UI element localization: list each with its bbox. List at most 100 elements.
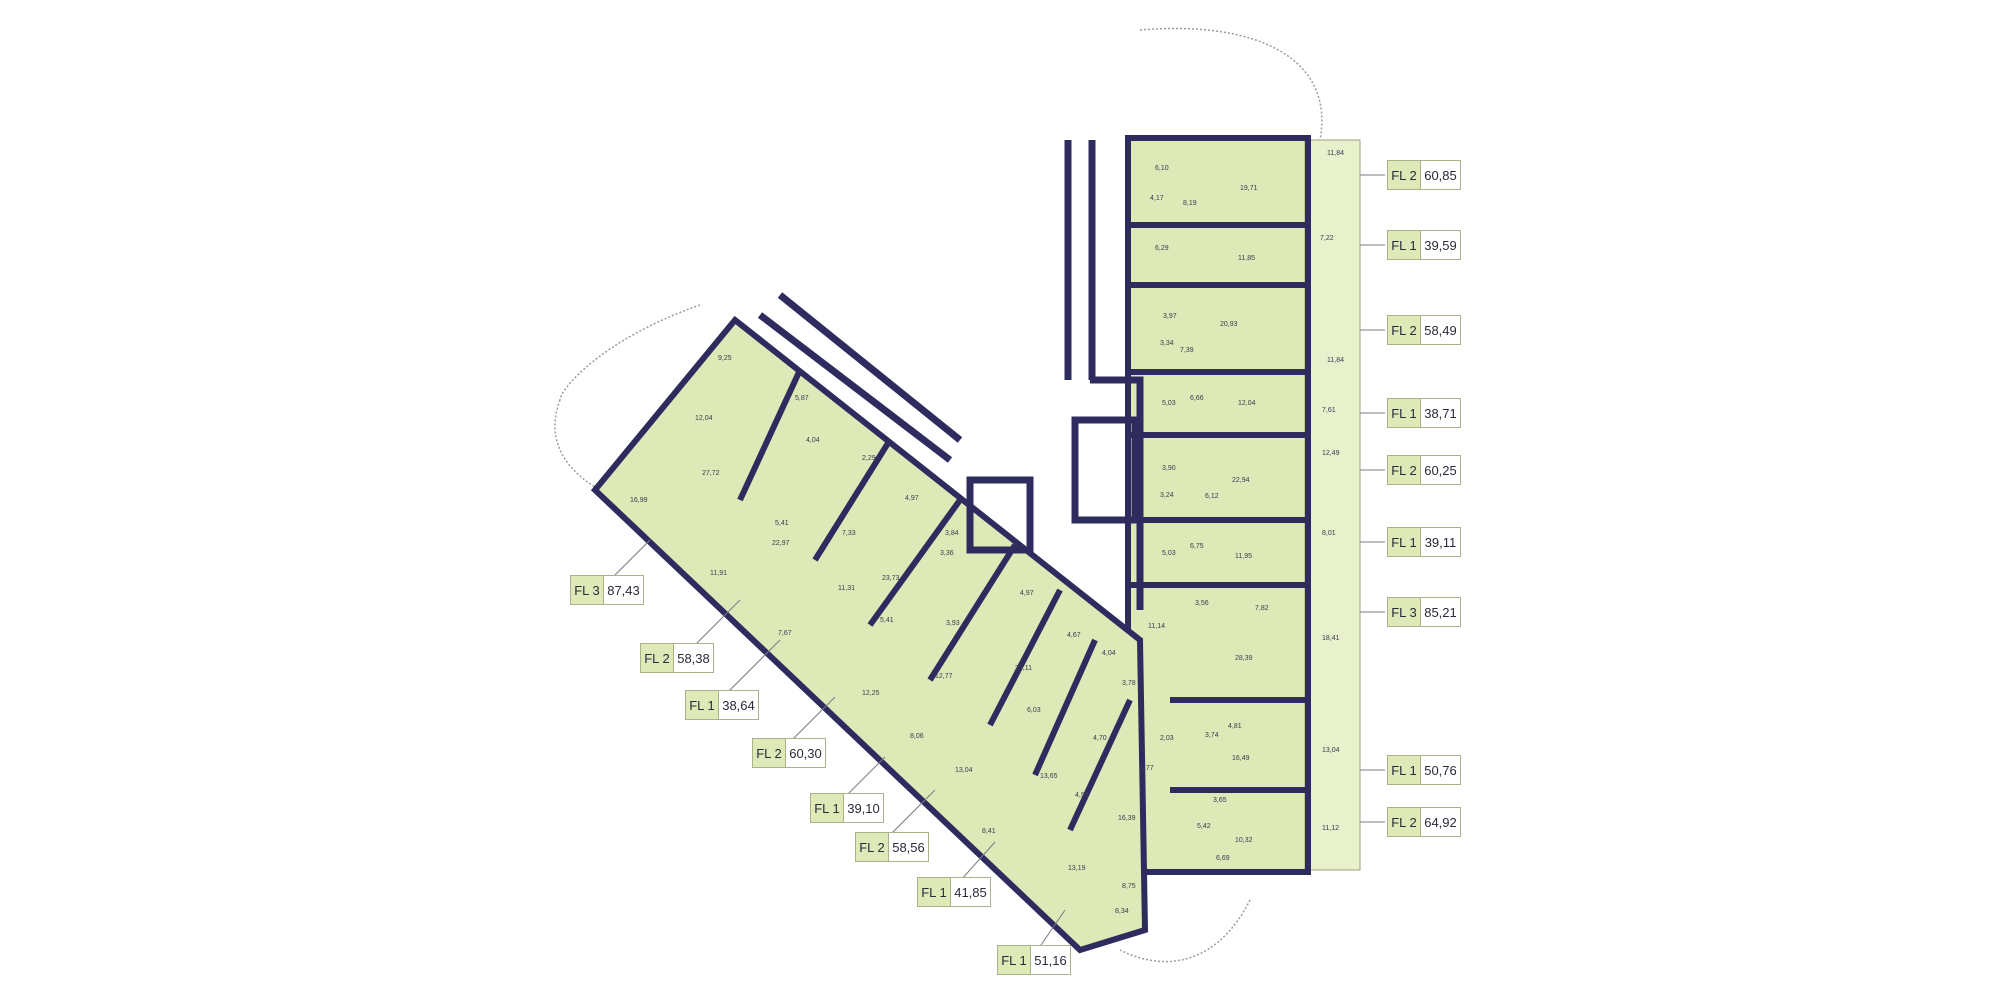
- room-area-label: 18,41: [1322, 635, 1340, 642]
- room-area-label: 3,65: [1213, 797, 1227, 804]
- unit-type: FL 2: [1387, 160, 1421, 190]
- room-area-label: 9,25: [718, 355, 732, 362]
- unit-area: 51,16: [1031, 945, 1071, 975]
- room-area-label: 3,93: [946, 620, 960, 627]
- unit-area: 38,71: [1421, 398, 1461, 428]
- room-area-label: 8,75: [1122, 883, 1136, 890]
- room-area-label: 6,66: [1190, 395, 1204, 402]
- room-area-label: 4,04: [1102, 650, 1116, 657]
- room-area-label: 10,32: [1235, 837, 1253, 844]
- room-labels-right: 6,104,1719,718,1911,846,2911,857,223,973…: [1148, 150, 1344, 862]
- unit-area: 39,59: [1421, 230, 1461, 260]
- room-area-label: 4,70: [1093, 735, 1107, 742]
- left-wing: [590, 315, 1149, 954]
- room-area-label: 6,03: [1027, 707, 1041, 714]
- room-area-label: 28,39: [1235, 655, 1253, 662]
- elevator-shaft: [966, 476, 1034, 554]
- unit-type: FL 1: [1387, 527, 1421, 557]
- room-area-label: 4,81: [1228, 723, 1242, 730]
- room-area-label: 27,72: [702, 470, 720, 477]
- unit-area: 58,56: [889, 832, 929, 862]
- room-area-label: 8,19: [1183, 200, 1197, 207]
- room-area-label: 5,41: [880, 617, 894, 624]
- room-area-label: 23,11: [1015, 665, 1032, 672]
- room-area-label: 11,91: [710, 570, 727, 577]
- room-area-label: 6,10: [1155, 165, 1169, 172]
- room-area-label: 6,12: [1205, 493, 1219, 500]
- room-area-label: 16,99: [630, 497, 648, 504]
- core: [757, 140, 1144, 610]
- room-area-label: 3,97: [1163, 313, 1177, 320]
- unit-type: FL 2: [1387, 807, 1421, 837]
- outdoor-outline: [554, 27, 1323, 963]
- room-area-label: 12,25: [862, 690, 880, 697]
- room-area-label: 4,97: [1020, 590, 1034, 597]
- room-area-label: 12,49: [1322, 450, 1340, 457]
- unit-area: 58,38: [674, 643, 714, 673]
- room-area-label: 5,41: [775, 520, 789, 527]
- room-area-label: 13,19: [1068, 865, 1086, 872]
- room-area-label: 7,67: [778, 630, 792, 637]
- room-area-label: 12,04: [695, 415, 713, 422]
- unit-type: FL 3: [1387, 597, 1421, 627]
- room-area-label: 20,93: [1220, 321, 1238, 328]
- room-area-label: 12,77: [935, 673, 953, 680]
- room-area-label: 23,73: [882, 575, 900, 582]
- room-area-label: 4,17: [1150, 195, 1164, 202]
- room-area-label: 3,24: [1160, 492, 1174, 499]
- unit-type: FL 1: [685, 690, 719, 720]
- room-area-label: 7,61: [1322, 407, 1336, 414]
- room-area-label: 11,12: [1322, 825, 1339, 832]
- room-area-label: 2,03: [1160, 735, 1174, 742]
- room-area-label: 11,95: [1235, 553, 1252, 560]
- room-area-label: 3,56: [1195, 600, 1209, 607]
- unit-area: 50,76: [1421, 755, 1461, 785]
- room-area-label: 11,31: [838, 585, 855, 592]
- unit-type: FL 3: [570, 575, 604, 605]
- unit-area: 58,49: [1421, 315, 1461, 345]
- unit-area: 85,21: [1421, 597, 1461, 627]
- room-area-label: 6,69: [1216, 855, 1230, 862]
- room-area-label: 5,42: [1197, 823, 1211, 830]
- left-wing-outer-wall: [590, 315, 1149, 954]
- room-area-label: 8,34: [1115, 908, 1129, 915]
- unit-type: FL 2: [752, 738, 786, 768]
- room-area-label: 11,84: [1327, 150, 1344, 157]
- room-area-label: 13,04: [1322, 747, 1340, 754]
- room-area-label: 3,77: [1140, 765, 1154, 772]
- unit-area: 41,85: [951, 877, 991, 907]
- unit-area: 60,30: [786, 738, 826, 768]
- room-area-label: 19,71: [1240, 185, 1258, 192]
- room-area-label: 4,67: [1067, 632, 1081, 639]
- unit-area: 39,10: [844, 793, 884, 823]
- unit-type: FL 2: [640, 643, 674, 673]
- unit-area: 60,25: [1421, 455, 1461, 485]
- room-area-label: 4,97: [905, 495, 919, 502]
- room-area-label: 3,90: [1162, 465, 1176, 472]
- room-area-label: 22,94: [1232, 477, 1250, 484]
- partition-walls: [737, 222, 1305, 832]
- room-area-label: 7,82: [1255, 605, 1269, 612]
- room-area-label: 11,14: [1148, 623, 1165, 630]
- room-area-label: 7,33: [842, 530, 856, 537]
- unit-type: FL 1: [1387, 398, 1421, 428]
- room-area-label: 11,84: [1327, 357, 1344, 364]
